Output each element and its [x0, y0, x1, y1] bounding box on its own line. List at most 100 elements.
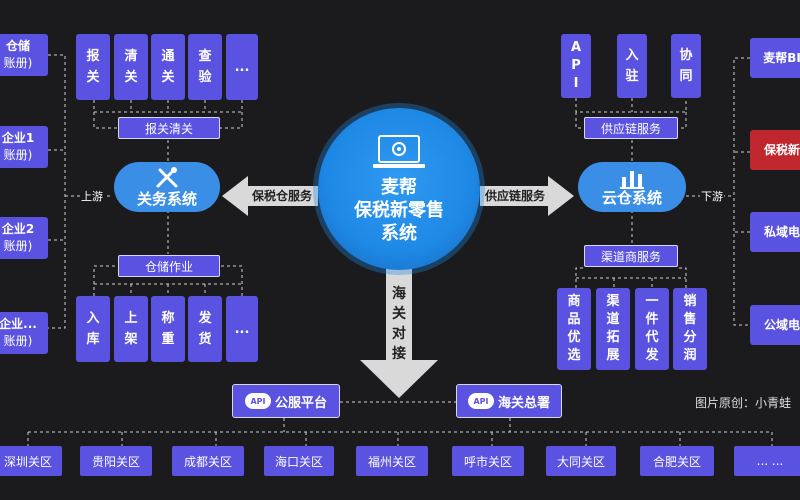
right-entity[interactable]: 私域电 [750, 212, 800, 252]
left-entity[interactable]: 企业... 账册) [0, 312, 48, 354]
arrow-right [480, 176, 574, 216]
customs-item[interactable]: 查 验 [188, 34, 222, 100]
customs-system-pill[interactable]: 关务系统 [114, 162, 220, 212]
customs-item-char: 清 [124, 49, 138, 64]
center-title-line2: 保税新零售 [354, 199, 444, 221]
arrow-down [360, 262, 438, 398]
customs-item[interactable]: ... [226, 34, 258, 100]
left-entity-line1: 企业1 [1, 131, 35, 145]
arrow-right-label: 供应链服务 [484, 189, 545, 203]
right-entity-label: 私域电 [763, 224, 800, 239]
upstream-tag: 上游 [80, 188, 104, 204]
warehouse-item-char: 称 [161, 311, 175, 326]
warehouse-item-char: 上 [124, 311, 138, 326]
supply-chain-label: 供应链服务 [584, 117, 678, 139]
customs-item[interactable]: 通 关 [151, 34, 185, 100]
laptop-gear-icon [373, 134, 425, 168]
arrow-down-label: 海 关 对 接 [386, 284, 412, 364]
customs-item-char: 验 [198, 70, 212, 85]
channel-item[interactable]: 一 件 代 发 [635, 288, 669, 370]
public-service-platform[interactable]: API 公服平台 [232, 384, 340, 418]
warehouse-item[interactable]: ... [226, 296, 258, 362]
warehouse-item-char: 货 [198, 332, 212, 347]
customs-item-char: 通 [161, 49, 175, 64]
supply-chain-item[interactable]: A P I [561, 34, 591, 98]
customs-item-char: 查 [198, 49, 212, 64]
supply-chain-item-char: P [571, 58, 581, 73]
right-entity-highlighted[interactable]: 保税新 [750, 130, 800, 170]
warehouse-item[interactable]: 入 库 [76, 296, 110, 362]
channel-item-char: 品 [567, 312, 581, 327]
channel-item-char: 拓 [606, 330, 620, 345]
warehouse-ops-label: 仓储作业 [118, 255, 220, 277]
cloud-warehouse-system-title: 云仓系统 [601, 189, 662, 207]
channel-item[interactable]: 渠 道 拓 展 [596, 288, 630, 370]
arrow-down-char: 接 [392, 346, 406, 362]
customs-administration[interactable]: API 海关总署 [456, 384, 562, 418]
warehouse-item[interactable]: 发 货 [188, 296, 222, 362]
left-entity[interactable]: 企业2 账册) [0, 217, 48, 259]
right-entity-label: 公域电 [763, 317, 800, 332]
region-box[interactable]: 福州关区 [356, 446, 428, 476]
region-box[interactable]: 大同关区 [546, 446, 616, 476]
region-box[interactable]: 贵阳关区 [80, 446, 152, 476]
arrow-down-char: 关 [392, 306, 406, 322]
left-entity[interactable]: 企业1 账册) [0, 126, 48, 168]
left-entity-line2: 账册) [3, 148, 33, 162]
channel-item-char: 展 [606, 348, 620, 363]
channel-item-char: 销 [683, 294, 697, 309]
center-title-line1: 麦帮 [381, 176, 417, 198]
customs-item-char: 报 [86, 49, 100, 64]
bar-chart-icon [620, 171, 644, 189]
channel-item[interactable]: 销 售 分 润 [673, 288, 707, 370]
channel-item-char: 分 [683, 330, 697, 345]
channel-item-char: 润 [683, 348, 697, 363]
supply-chain-item-char: A [570, 40, 582, 55]
warehouse-item-char: 重 [161, 332, 175, 347]
right-entity[interactable]: 麦帮BI [750, 38, 800, 78]
region-box[interactable]: 深圳关区 [0, 446, 62, 476]
right-entity[interactable]: 公域电 [750, 305, 800, 345]
warehouse-item-char: 架 [124, 332, 138, 347]
customs-administration-label: 海关总署 [497, 395, 550, 411]
warehouse-item-char: 库 [86, 332, 100, 347]
supply-chain-item[interactable]: 入 驻 [617, 34, 647, 98]
customs-item[interactable]: 清 关 [114, 34, 148, 100]
warehouse-item[interactable]: 上 架 [114, 296, 148, 362]
cloud-warehouse-system-pill[interactable]: 云仓系统 [578, 162, 686, 212]
customs-system-title: 关务系统 [136, 190, 197, 208]
region-box[interactable]: 海口关区 [264, 446, 334, 476]
supply-chain-item-char: 入 [625, 48, 639, 63]
supply-chain-item-char: 驻 [625, 69, 639, 84]
warehouse-item-char: ... [234, 321, 250, 337]
left-entity-line1: 仓储 [5, 39, 30, 53]
public-service-platform-label: 公服平台 [274, 395, 327, 411]
channel-item-char: 件 [645, 312, 659, 327]
warehouse-item[interactable]: 称 重 [151, 296, 185, 362]
customs-item-char: 关 [161, 70, 175, 85]
region-box[interactable]: ... ... [734, 446, 800, 476]
arrow-down-char: 海 [392, 286, 406, 302]
channel-item-char: 发 [645, 348, 659, 363]
region-box[interactable]: 呼市关区 [452, 446, 524, 476]
supply-chain-item[interactable]: 协 同 [671, 34, 701, 98]
center-title-line3: 系统 [381, 222, 417, 244]
api-cloud-icon: API [467, 393, 494, 409]
customs-item-char: 关 [124, 70, 138, 85]
source-caption: 图片原创：小青蛙 [695, 396, 792, 410]
tools-icon [156, 167, 178, 188]
arrow-left [222, 176, 318, 216]
left-entity-line2: 账册) [3, 239, 33, 253]
right-entity-label: 保税新 [763, 142, 800, 157]
channel-item[interactable]: 商 品 优 选 [557, 288, 591, 370]
channel-item-char: 优 [567, 330, 581, 345]
arrow-down-char: 对 [392, 326, 406, 342]
customs-item[interactable]: 报 关 [76, 34, 110, 100]
region-box[interactable]: 合肥关区 [640, 446, 714, 476]
left-entity[interactable]: 仓储 账册) [0, 34, 48, 76]
arrow-left-label: 保税仓服务 [251, 189, 312, 203]
left-entity-line2: 账册) [3, 334, 33, 348]
right-entity-label: 麦帮BI [763, 50, 800, 65]
region-box[interactable]: 成都关区 [172, 446, 244, 476]
